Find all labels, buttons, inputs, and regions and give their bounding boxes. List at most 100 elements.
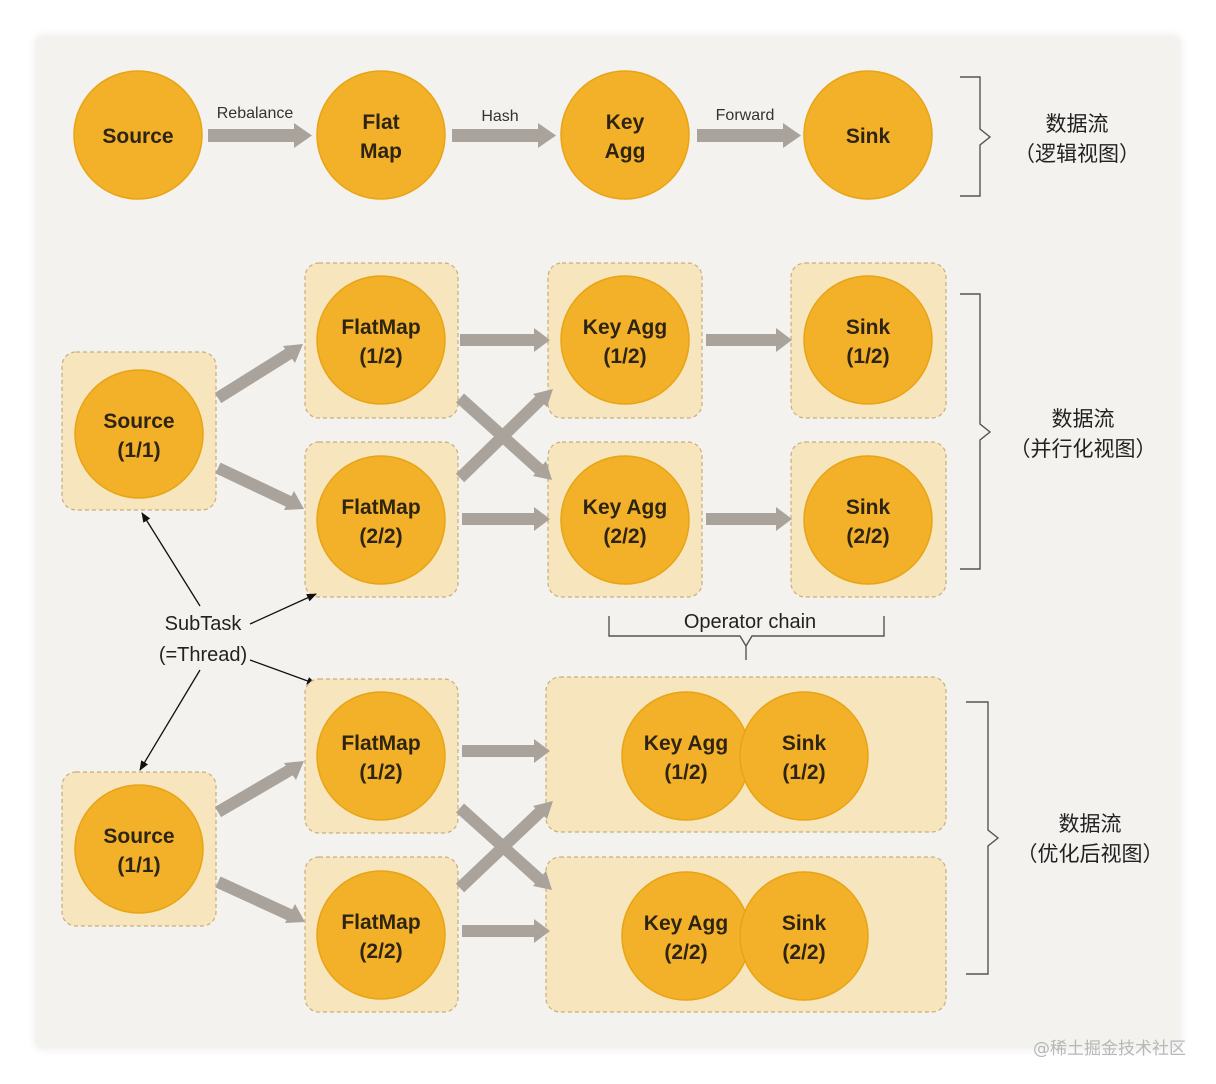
edge-label-hash: Hash — [481, 108, 518, 125]
parallel-node-flatmap-2-label-2: (2/2) — [359, 525, 402, 548]
edge-label-rebalance: Rebalance — [217, 105, 294, 122]
parallel-view: Source (1/1) FlatMap (1/2) FlatMap (2/2)… — [61, 262, 1157, 598]
optimized-arrow-flatmap1-chain1 — [462, 745, 536, 757]
parallel-node-sink-1-label-2: (1/2) — [846, 345, 889, 368]
optimized-arrow-source-flatmap1 — [214, 764, 294, 818]
optimized-node-flatmap-2-label-2: (2/2) — [359, 940, 402, 963]
logical-view-label-1: 数据流 — [1046, 112, 1109, 136]
optimized-node-keyagg-1-label-1: Key Agg — [644, 732, 728, 755]
parallel-arrow-keyagg1-sink1 — [706, 334, 778, 346]
parallel-node-sink-2-label-2: (2/2) — [846, 525, 889, 548]
parallel-arrow-flatmap2-keyagg1 — [455, 395, 545, 483]
parallel-arrowhead-keyagg2-sink2 — [776, 507, 792, 531]
subtask-label-1: SubTask — [165, 613, 243, 635]
node-flatmap-label-2: Map — [360, 140, 402, 163]
optimized-arrow-flatmap2-chain2 — [462, 925, 536, 937]
logical-view: Rebalance Hash Forward Source Flat Map K… — [73, 70, 1140, 200]
parallel-node-sink-2: Sink (2/2) — [803, 455, 933, 585]
optimized-view-bracket — [966, 701, 1000, 975]
parallel-arrowhead-keyagg1-sink1 — [776, 328, 792, 352]
optimized-arrowhead-flatmap1-chain1 — [534, 739, 550, 763]
optimized-node-keyagg-1-label-2: (1/2) — [664, 761, 707, 784]
node-keyagg-label-2: Agg — [605, 140, 646, 163]
node-source-label: Source — [102, 125, 173, 148]
optimized-node-sink-1-label-2: (1/2) — [782, 761, 825, 784]
node-flatmap-label-1: Flat — [362, 111, 399, 134]
optimized-arrowhead-source-flatmap1 — [284, 761, 304, 780]
subtask-pointer-flatmap-parallel — [249, 593, 317, 625]
optimized-node-source: Source (1/1) — [74, 784, 204, 914]
parallel-arrowhead-flatmap1-keyagg1 — [534, 328, 550, 352]
parallel-arrowhead-flatmap2-keyagg2 — [534, 507, 550, 531]
subtask-pointer-source-optimized — [139, 669, 201, 771]
parallel-node-keyagg-2: Key Agg (2/2) — [560, 455, 690, 585]
parallel-node-source-label-1: Source — [103, 410, 174, 433]
optimized-arrowhead-source-flatmap2 — [285, 904, 305, 923]
parallel-node-keyagg-1-label-1: Key Agg — [583, 316, 667, 339]
parallel-node-source-label-2: (1/1) — [117, 439, 160, 462]
optimized-node-flatmap-1: FlatMap (1/2) — [316, 691, 446, 821]
optimized-arrowhead-flatmap1-chain2 — [533, 871, 552, 890]
optimized-node-source-label-2: (1/1) — [117, 854, 160, 877]
optimized-view: Source (1/1) FlatMap (1/2) FlatMap (2/2)… — [61, 676, 1164, 1013]
parallel-arrowhead-source-flatmap1 — [283, 344, 303, 363]
optimized-node-source-label-1: Source — [103, 825, 174, 848]
operator-chain-label: Operator chain — [684, 611, 816, 633]
parallel-arrow-source-flatmap1 — [214, 347, 294, 404]
optimized-arrow-source-flatmap2 — [215, 876, 293, 921]
optimized-view-label-1: 数据流 — [1059, 812, 1122, 836]
parallel-node-flatmap-1-label-1: FlatMap — [341, 316, 420, 339]
optimized-node-flatmap-1-label-2: (1/2) — [359, 761, 402, 784]
parallel-node-keyagg-1-label-2: (1/2) — [603, 345, 646, 368]
optimized-arrowhead-flatmap2-chain1 — [533, 801, 553, 819]
watermark: @稀土掘金技术社区 — [1033, 1039, 1186, 1059]
optimized-node-sink-1: Sink (1/2) — [739, 691, 869, 821]
parallel-view-label-2: （并行化视图） — [1010, 437, 1157, 461]
parallel-node-flatmap-2-label-1: FlatMap — [341, 496, 420, 519]
parallel-node-sink-2-label-1: Sink — [846, 496, 891, 519]
optimized-arrow-flatmap2-chain1 — [455, 807, 545, 893]
subtask-pointer-source-parallel — [141, 512, 201, 607]
parallel-node-flatmap-1: FlatMap (1/2) — [316, 275, 446, 405]
parallel-arrowhead-flatmap2-keyagg1 — [533, 389, 553, 407]
logical-arrow-forward — [697, 123, 801, 148]
node-source: Source — [73, 70, 203, 200]
optimized-view-label-2: （优化后视图） — [1017, 842, 1164, 866]
parallel-arrow-flatmap1-keyagg1 — [460, 334, 536, 346]
parallel-node-sink-1-label-1: Sink — [846, 316, 891, 339]
parallel-node-source: Source (1/1) — [74, 369, 204, 499]
node-sink-label: Sink — [846, 125, 891, 148]
node-flatmap: Flat Map — [316, 70, 446, 200]
optimized-node-sink-2-label-2: (2/2) — [782, 941, 825, 964]
parallel-node-keyagg-2-label-2: (2/2) — [603, 525, 646, 548]
optimized-node-keyagg-1: Key Agg (1/2) — [621, 691, 751, 821]
parallel-view-bracket — [960, 293, 992, 570]
optimized-node-keyagg-2-label-1: Key Agg — [644, 912, 728, 935]
optimized-node-flatmap-2: FlatMap (2/2) — [316, 870, 446, 1000]
node-keyagg: Key Agg — [560, 70, 690, 200]
optimized-node-flatmap-1-label-1: FlatMap — [341, 732, 420, 755]
annotations: SubTask (=Thread) Operator chain — [139, 512, 885, 771]
parallel-arrowhead-source-flatmap2 — [284, 491, 304, 510]
optimized-node-flatmap-2-label-1: FlatMap — [341, 911, 420, 934]
parallel-node-keyagg-2-label-1: Key Agg — [583, 496, 667, 519]
logical-view-bracket — [960, 76, 992, 197]
parallel-arrowhead-flatmap1-keyagg2 — [533, 461, 552, 480]
parallel-node-flatmap-1-label-2: (1/2) — [359, 345, 402, 368]
subtask-pointer-flatmap-optimized — [249, 659, 317, 685]
node-keyagg-label-1: Key — [606, 111, 645, 134]
optimized-node-sink-2-label-1: Sink — [782, 912, 827, 935]
parallel-node-keyagg-1: Key Agg (1/2) — [560, 275, 690, 405]
parallel-arrow-source-flatmap2 — [215, 462, 293, 508]
optimized-arrowhead-flatmap2-chain2 — [534, 919, 550, 943]
optimized-node-keyagg-2: Key Agg (2/2) — [621, 871, 751, 1001]
parallel-arrow-keyagg2-sink2 — [706, 513, 778, 525]
optimized-node-sink-2: Sink (2/2) — [739, 871, 869, 1001]
subtask-label-2: (=Thread) — [159, 644, 247, 666]
node-sink: Sink — [803, 70, 933, 200]
optimized-node-sink-1-label-1: Sink — [782, 732, 827, 755]
parallel-view-label-1: 数据流 — [1052, 407, 1115, 431]
optimized-node-keyagg-2-label-2: (2/2) — [664, 941, 707, 964]
logical-arrow-hash — [452, 123, 556, 148]
